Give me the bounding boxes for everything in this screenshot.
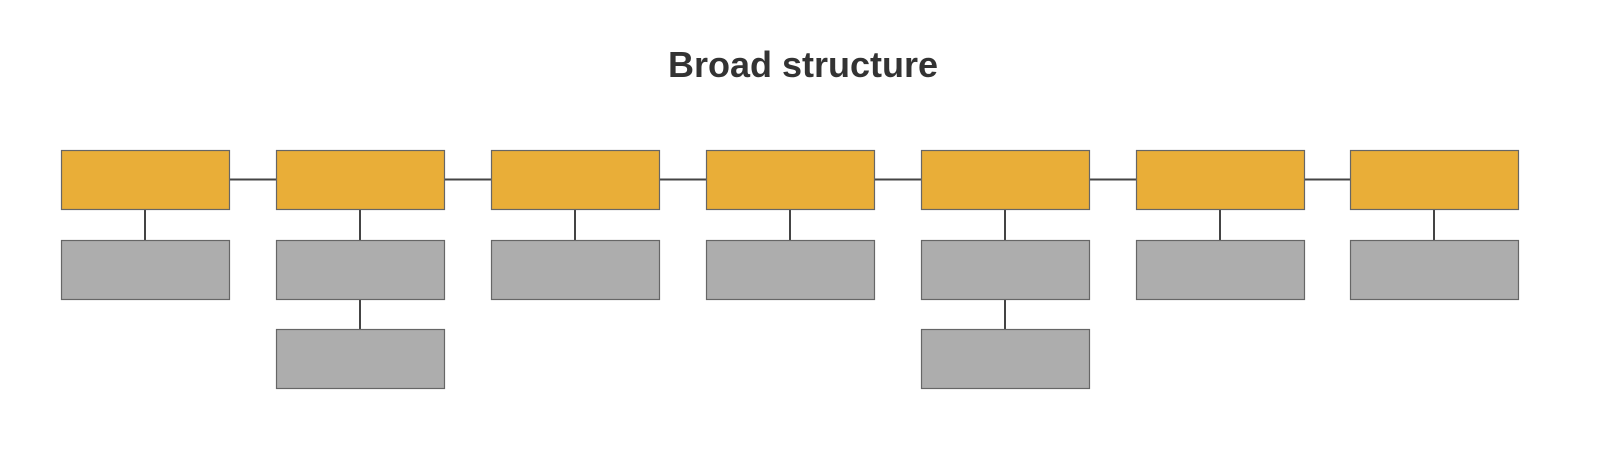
child-box <box>705 239 876 301</box>
top-level-box <box>1135 149 1306 211</box>
child-box <box>490 239 661 301</box>
page-title: Broad structure <box>667 44 939 85</box>
child-box <box>275 239 446 301</box>
top-level-box <box>920 149 1091 211</box>
child-box <box>60 239 231 301</box>
child-box <box>275 328 446 390</box>
top-level-box <box>705 149 876 211</box>
top-level-box <box>1349 149 1520 211</box>
child-box <box>920 239 1091 301</box>
top-level-box <box>60 149 231 211</box>
child-box <box>1349 239 1520 301</box>
child-box <box>1135 239 1306 301</box>
top-level-box <box>490 149 661 211</box>
child-box <box>920 328 1091 390</box>
top-level-box <box>275 149 446 211</box>
